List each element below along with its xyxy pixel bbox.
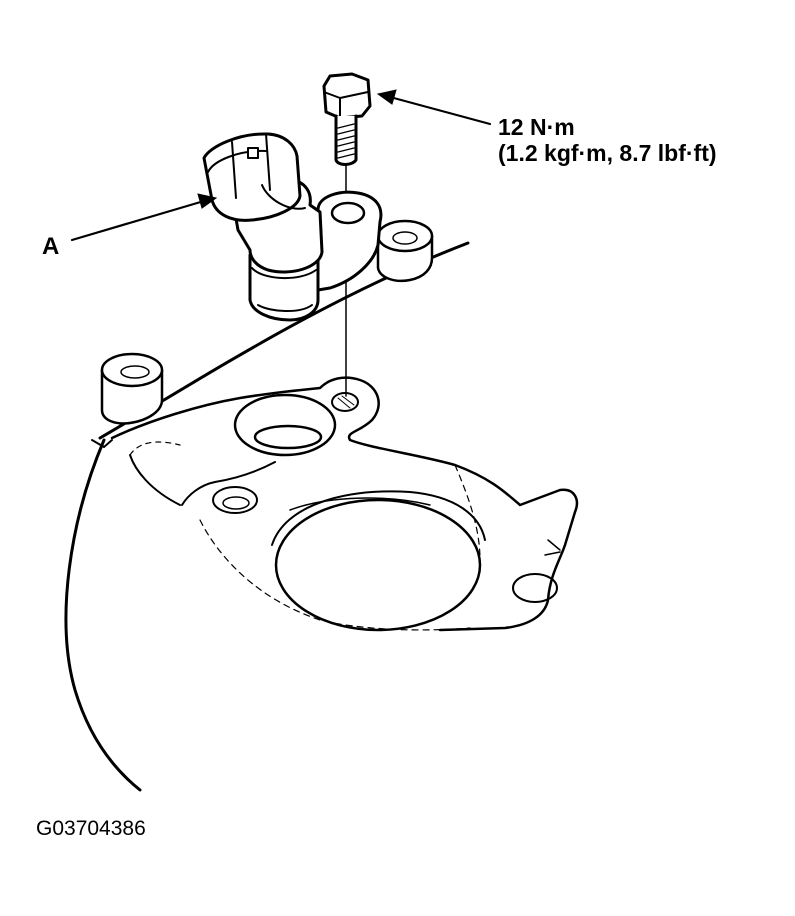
figure-code: G03704386 — [36, 817, 146, 840]
part-a-label: A — [42, 233, 60, 260]
part-a-leader-arrow — [70, 193, 218, 242]
torque-spec-conversion: (1.2 kgf·m, 8.7 lbf·ft) — [498, 140, 717, 166]
sensor-part-a — [202, 132, 383, 322]
torque-leader-arrow — [376, 89, 492, 126]
torque-spec-value: 12 N·m — [498, 114, 575, 140]
flange-bolt — [322, 72, 372, 166]
housing-flange — [64, 219, 579, 792]
